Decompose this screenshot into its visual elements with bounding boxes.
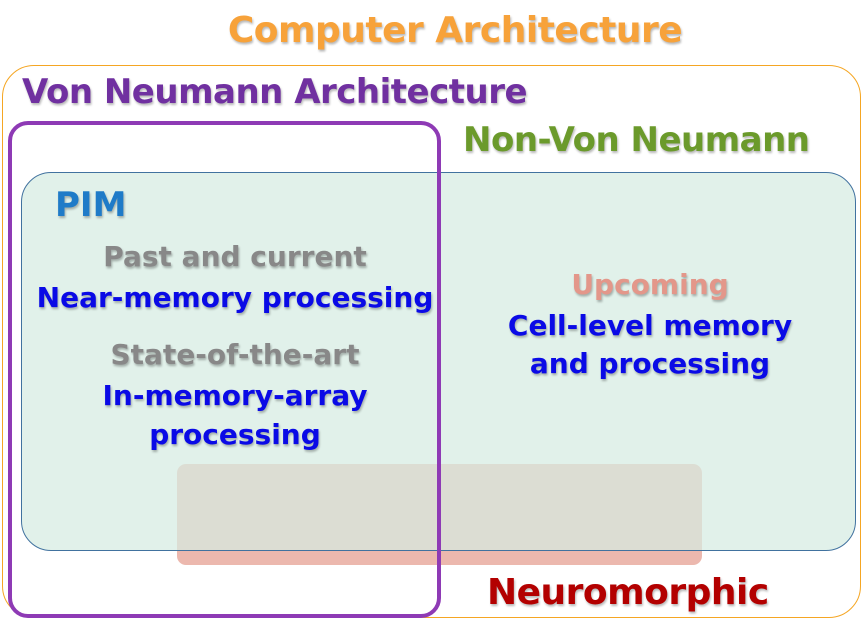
pim-label: PIM <box>55 185 127 225</box>
era-upcoming: Upcoming <box>571 268 729 301</box>
era-state-of-the-art: State-of-the-art <box>110 338 360 371</box>
non-von-neumann-label: Non-Von Neumann <box>463 120 810 160</box>
in-memory-array-label: In-memory-array <box>102 379 368 412</box>
von-neumann-region <box>8 121 441 618</box>
era-past-current: Past and current <box>103 240 367 273</box>
cell-level-memory-label: Cell-level memory <box>507 309 793 342</box>
near-memory-processing-label: Near-memory processing <box>36 281 434 314</box>
computer-architecture-box <box>2 65 861 618</box>
von-neumann-label: Von Neumann Architecture <box>22 72 528 112</box>
cell-level-memory-label-line2: and processing <box>529 347 771 380</box>
neuromorphic-label: Neuromorphic <box>487 572 769 613</box>
in-memory-array-label-line2: processing <box>149 418 321 451</box>
diagram-title: Computer Architecture <box>227 10 683 51</box>
